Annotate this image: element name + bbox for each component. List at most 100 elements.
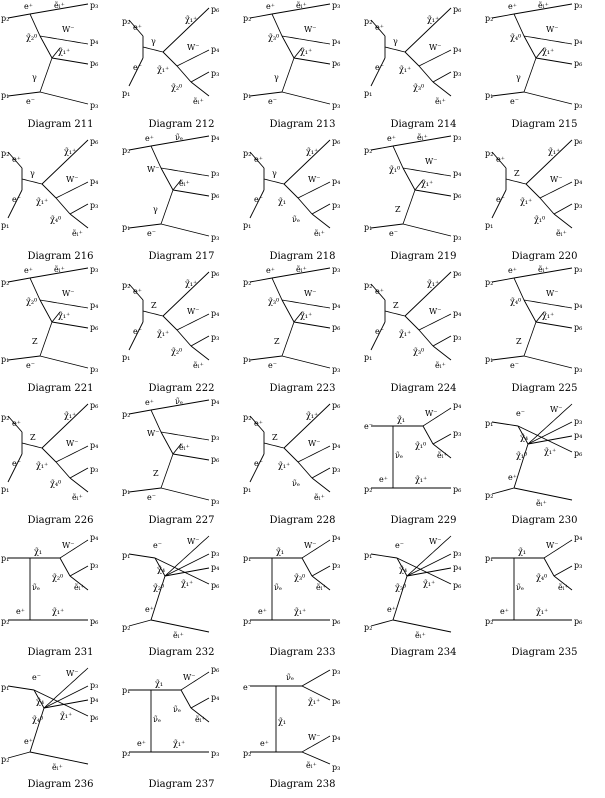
- label-e2: p₄: [211, 45, 219, 54]
- label-v1: e⁺: [254, 155, 263, 164]
- line-out-2: [406, 567, 452, 577]
- label-e3: p₆: [90, 617, 98, 626]
- label-int1: χ̃₁⁺: [544, 447, 556, 456]
- label-v2: e⁺: [24, 737, 33, 746]
- label-bl: p₂: [243, 617, 251, 626]
- label-e3: p₃: [90, 465, 98, 474]
- label-tl: p₂: [1, 278, 9, 287]
- line-w: [281, 299, 331, 309]
- line-in-top: [370, 553, 398, 559]
- label-bl: p₁: [122, 223, 130, 232]
- line-out-4: [513, 487, 573, 501]
- line-w: [523, 35, 573, 45]
- line-chain-2: [55, 461, 71, 479]
- label-tl: p₁: [1, 683, 9, 692]
- line-out-3: [154, 557, 210, 585]
- label-e1p: χ̃₄: [520, 433, 528, 442]
- label-e2: p₄: [211, 563, 219, 572]
- label-tl: p₂: [1, 149, 9, 158]
- line-in-top: [249, 13, 273, 19]
- label-v1: e⁺: [133, 287, 142, 296]
- label-e2: p₄: [574, 37, 582, 46]
- label-e4: ẽₗ⁺: [173, 631, 184, 640]
- label-e1: p₃: [90, 1, 98, 10]
- label-e1: p₃: [574, 265, 582, 274]
- label-tl: p₁: [122, 686, 130, 695]
- line-in-bot: [249, 189, 265, 219]
- line-in-top: [249, 277, 273, 283]
- label-boson: ν̃ₑ: [153, 715, 161, 724]
- diagram-caption: Diagram 231: [27, 647, 94, 658]
- line-in-top: [128, 19, 144, 37]
- label-bl: p₂: [364, 485, 372, 494]
- line-chain-2: [297, 197, 313, 215]
- label-e2: p₃: [90, 561, 98, 570]
- line-diag: [29, 707, 45, 753]
- line-out-3: [311, 467, 331, 479]
- label-boson: Z: [514, 169, 520, 178]
- line-stub: [172, 179, 182, 191]
- line-in-bot: [370, 223, 404, 229]
- line-chain-1: [150, 409, 162, 433]
- label-int1: χ̃₁⁺: [520, 197, 532, 206]
- label-e2: p₄: [90, 695, 98, 704]
- diagram-caption: Diagram 213: [269, 119, 336, 130]
- line-chain-1: [162, 51, 178, 67]
- label-bl: p₁: [243, 355, 251, 364]
- line-out-4: [553, 213, 573, 229]
- label-boson: γ: [151, 37, 156, 46]
- line-out-4: [432, 345, 452, 361]
- label-w: W⁻: [550, 175, 562, 184]
- line-out-1: [29, 267, 89, 279]
- line-diag: [150, 575, 166, 621]
- line-out-4: [311, 213, 331, 229]
- label-e1: p₃: [90, 681, 98, 690]
- line-w: [418, 49, 452, 67]
- label-int2: χ̃₄⁰: [50, 215, 61, 224]
- label-boson: γ: [274, 73, 279, 82]
- line-chain-1: [162, 315, 178, 331]
- label-e1: p₃: [211, 549, 219, 558]
- diagram-caption: Diagram 233: [269, 647, 336, 658]
- line-out-3: [69, 467, 89, 479]
- label-e4: ẽₗ⁺: [415, 631, 426, 640]
- label-e3: p₃: [453, 333, 461, 342]
- line-stub: [51, 47, 61, 59]
- line-out-2: [190, 697, 210, 709]
- label-e2: p₃: [211, 433, 219, 442]
- line-chain: [543, 557, 555, 577]
- line-in-top: [7, 151, 23, 169]
- line-out-4: [281, 91, 331, 105]
- label-e1: p₃: [453, 133, 461, 142]
- line-in-bot: [128, 223, 162, 229]
- label-int2: χ̃₃⁰: [413, 347, 424, 356]
- label-int2: χ̃₂⁰: [153, 583, 164, 592]
- line-in-bot: [249, 453, 265, 483]
- label-e1: p₆: [211, 269, 219, 278]
- line-out-4: [160, 223, 210, 237]
- label-bl: p₂: [243, 749, 251, 758]
- label-boson: Z: [153, 469, 159, 478]
- label-int2: ẽₗ⁺: [179, 179, 190, 188]
- line-boson: [263, 442, 285, 449]
- line-out-3: [51, 321, 89, 329]
- line-w: [160, 431, 210, 441]
- label-e1p: χ̃₄: [36, 697, 44, 706]
- diagram-caption: Diagram 220: [511, 251, 578, 262]
- label-e3: p₃: [574, 201, 582, 210]
- label-int2: χ̃₁⁺: [542, 311, 554, 320]
- line-out-1: [283, 139, 331, 185]
- label-e1p: χ̃₁⁺: [64, 147, 76, 156]
- line-out-4: [281, 355, 331, 369]
- label-e1p: ẽₗ⁺: [538, 265, 549, 274]
- label-int1: χ̃₁⁺: [399, 65, 411, 74]
- label-e4: p₃: [332, 101, 340, 110]
- label-e3: p₆: [90, 323, 98, 332]
- line-boson: [39, 57, 53, 93]
